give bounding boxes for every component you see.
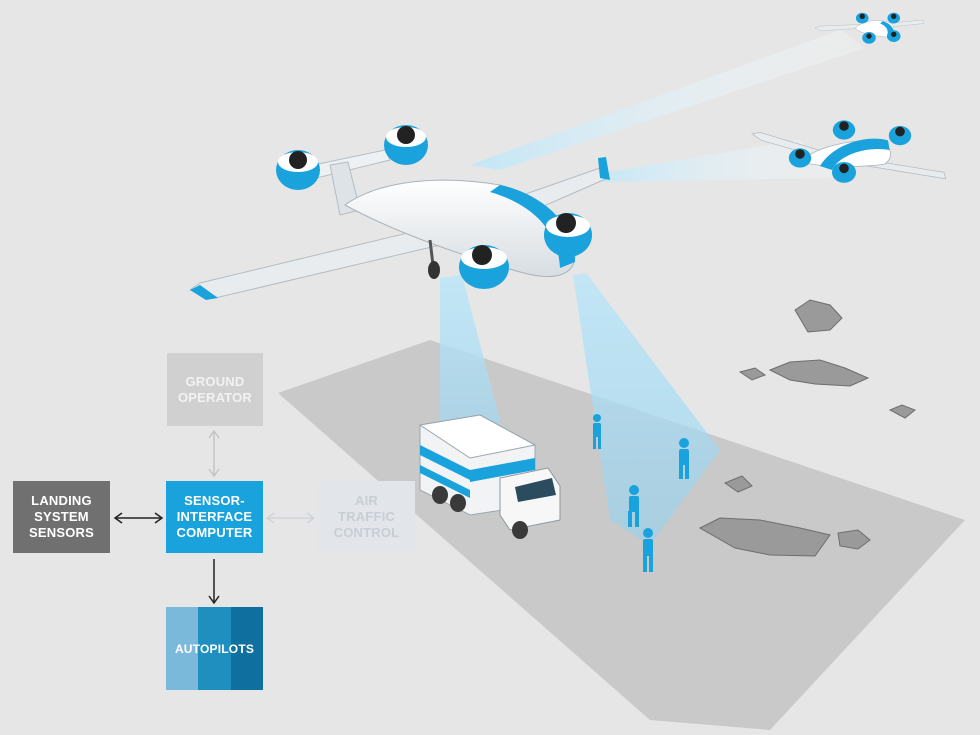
landing-system-line-2: SYSTEM (34, 509, 89, 524)
sensor-interface-line-3: COMPUTER (176, 525, 253, 540)
person-icon (593, 414, 689, 572)
vtol-aircraft-icon (188, 125, 610, 300)
crater-icon (698, 299, 916, 557)
air-traffic-line-1: AIR (354, 493, 378, 508)
sensor-interface-line-2: INTERFACE (176, 509, 253, 524)
arrow-ground-to-sensor (208, 429, 220, 478)
ground-operator-line-1: GROUND (185, 373, 245, 389)
landing-system-sensors-block: LANDING SYSTEM SENSORS (13, 481, 110, 553)
air-traffic-line-2: TRAFFIC (337, 509, 395, 524)
autopilots-label: AUTOPILOTS (174, 641, 255, 656)
air-traffic-control-block: AIR TRAFFIC CONTROL (318, 481, 415, 553)
landing-system-line-1: LANDING (31, 493, 92, 508)
autopilots-block: AUTOPILOTS (166, 607, 263, 690)
autopilot-stripe-2 (198, 607, 231, 690)
autopilot-stripe-3 (230, 607, 263, 690)
arrow-sensor-to-air (265, 512, 316, 524)
truck-icon (418, 414, 561, 539)
sensor-interface-line-1: SENSOR- (184, 493, 245, 508)
beam-to-distant-aircraft-1 (470, 30, 865, 170)
ground-operator-line-2: OPERATOR (177, 389, 253, 405)
vtol-aircraft-icon (750, 120, 947, 183)
beam-to-distant-aircraft-2 (590, 140, 840, 182)
autopilot-stripe-1 (166, 607, 199, 690)
air-traffic-line-3: CONTROL (333, 525, 400, 540)
sensor-interface-computer-block: SENSOR- INTERFACE COMPUTER (166, 481, 263, 553)
landing-system-line-3: SENSORS (29, 525, 94, 540)
autopilot-stripes (166, 607, 263, 690)
arrow-sensor-to-autopilots (208, 559, 220, 605)
ground-operator-block: GROUND OPERATOR (167, 353, 263, 426)
beam-to-people (573, 273, 720, 545)
arrow-landing-to-sensor (113, 512, 164, 524)
vtol-aircraft-icon (814, 12, 925, 44)
